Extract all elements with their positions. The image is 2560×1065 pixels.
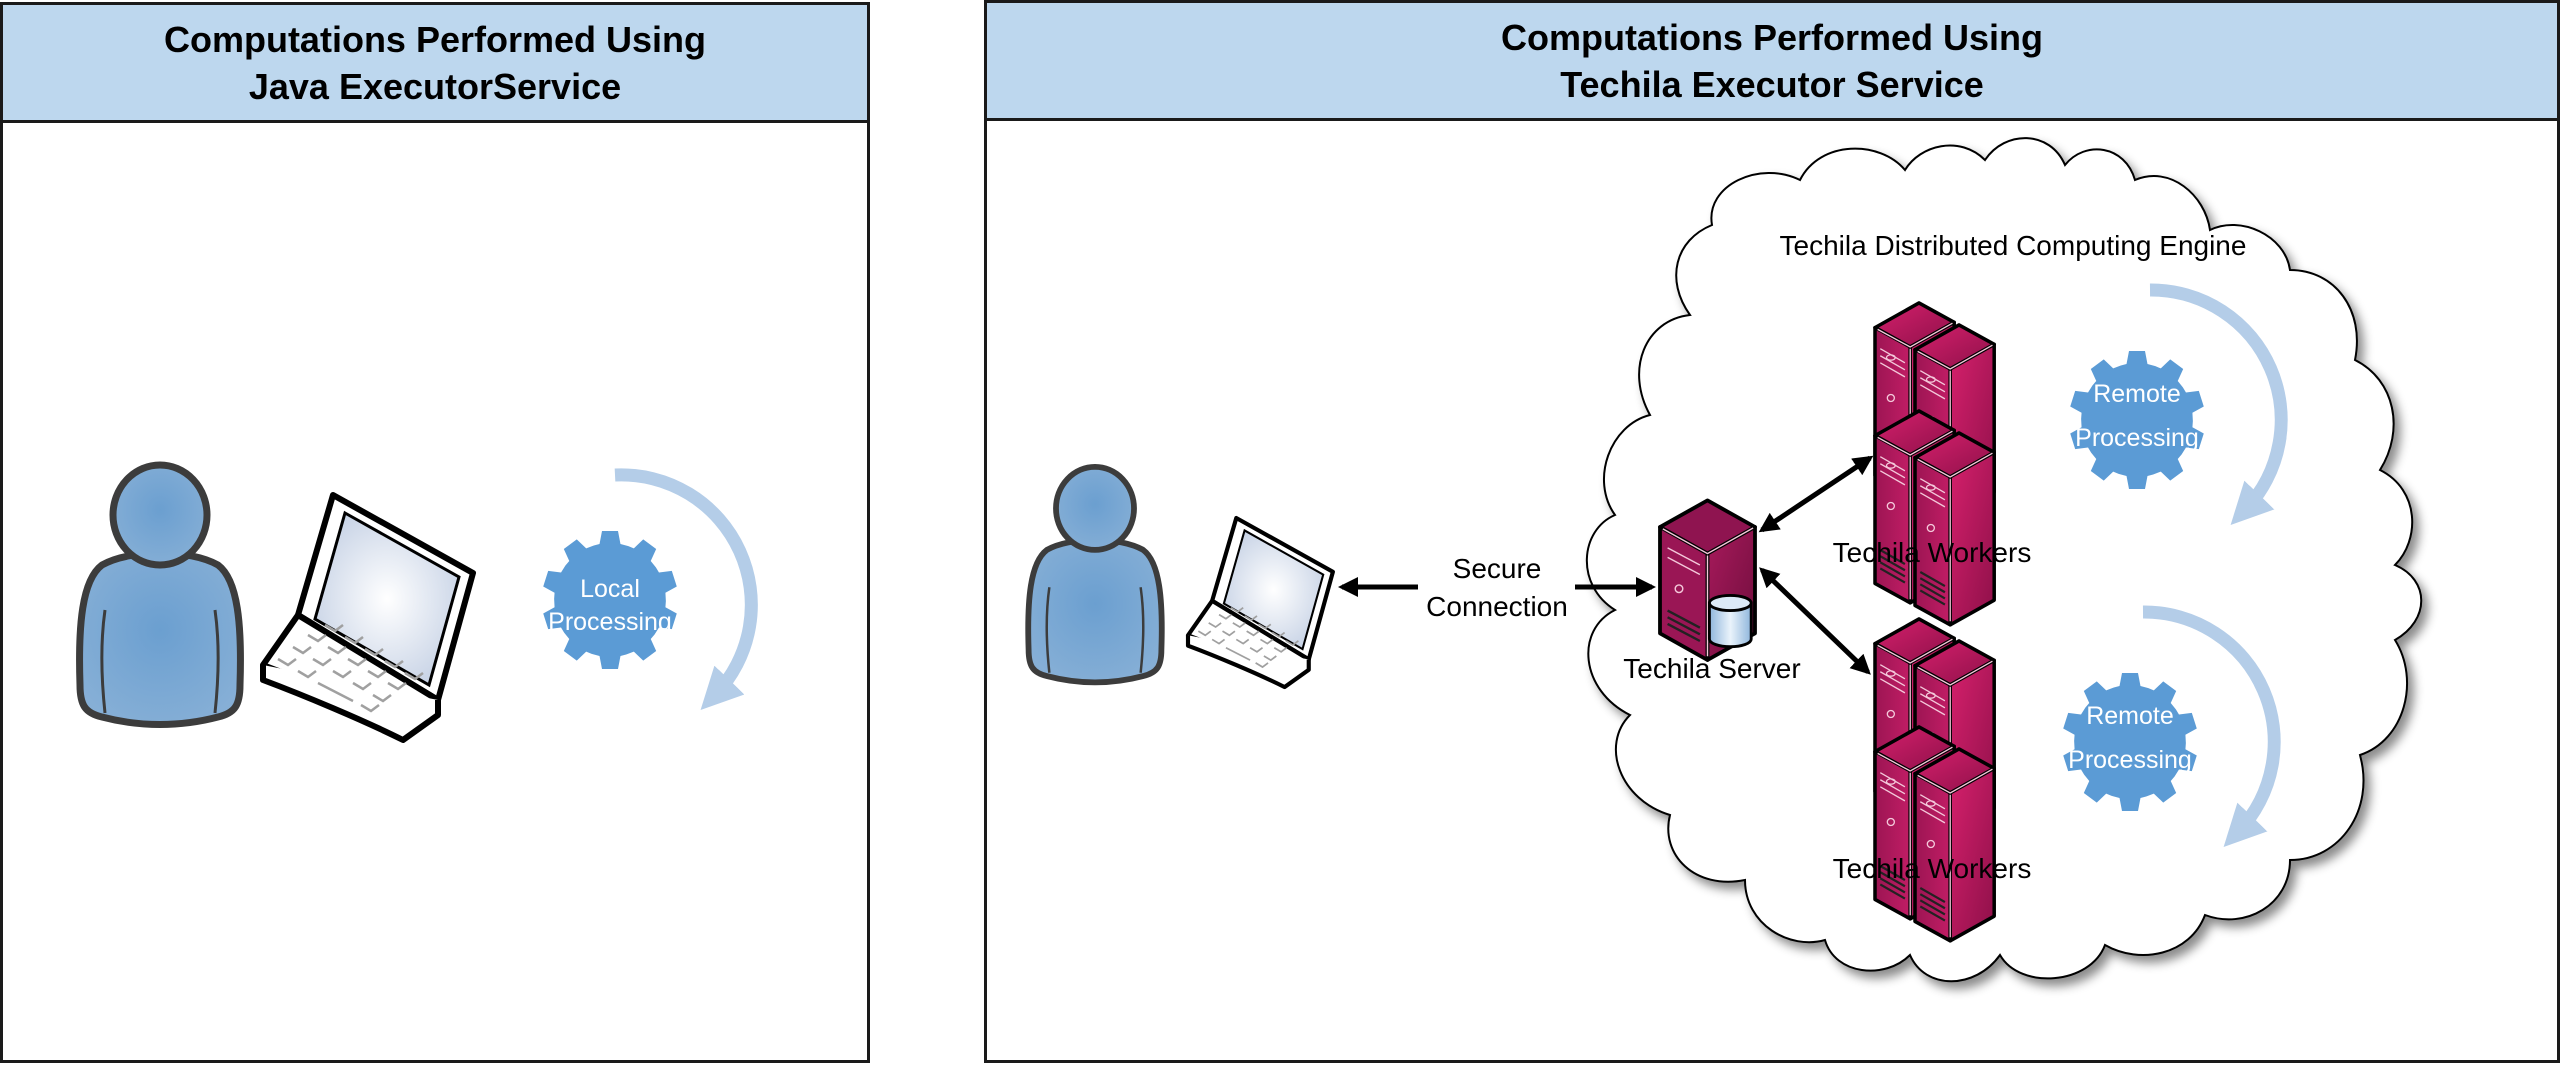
techila-server-label: Techila Server bbox=[1623, 653, 1800, 684]
local-processing-label-line2: Processing bbox=[548, 608, 672, 636]
remote-processing-1-line1: Remote bbox=[2093, 380, 2181, 408]
remote-processing-2-line2: Processing bbox=[2068, 746, 2192, 774]
java-panel-header: Computations Performed Using Java Execut… bbox=[3, 5, 867, 123]
laptop-icon bbox=[263, 495, 473, 740]
remote-user-icon bbox=[1028, 467, 1162, 682]
local-processing-rotation-arrow-icon bbox=[614, 468, 758, 711]
remote-processing-rotation-arrow-icon-2 bbox=[2142, 605, 2281, 848]
remote-processing-rotation-arrow-icon-1 bbox=[2149, 283, 2288, 526]
remote-laptop-icon bbox=[1188, 518, 1333, 687]
java-title-line2: Java ExecutorService bbox=[248, 65, 622, 107]
techila-workers-label-1: Techila Workers bbox=[1833, 537, 2032, 568]
user-icon bbox=[80, 465, 241, 725]
techila-server-icon bbox=[1658, 498, 1757, 662]
cloud-label: Techila Distributed Computing Engine bbox=[1780, 230, 2247, 261]
secure-connection-label-line2: Connection bbox=[1426, 591, 1568, 622]
remote-processing-2-line1: Remote bbox=[2086, 702, 2174, 730]
techila-panel-header: Computations Performed Using Techila Exe… bbox=[987, 3, 2557, 121]
techila-workers-icon-2 bbox=[1875, 603, 1994, 941]
remote-processing-1-line2: Processing bbox=[2075, 424, 2199, 452]
techila-panel-title: Computations Performed Using Techila Exe… bbox=[1501, 14, 2043, 108]
distributed-computing-cloud bbox=[1585, 137, 2423, 983]
techila-workers-icon-1 bbox=[1875, 287, 1994, 625]
database-icon bbox=[1707, 593, 1753, 649]
secure-connection-label-line1: Secure bbox=[1453, 553, 1542, 584]
techila-title-line1: Computations Performed Using bbox=[1500, 16, 2044, 58]
java-title-line1: Computations Performed Using bbox=[163, 18, 707, 60]
arrow-server-workers-2 bbox=[1759, 567, 1871, 675]
techila-title-line2: Techila Executor Service bbox=[1560, 63, 1984, 105]
java-panel-title: Computations Performed Using Java Execut… bbox=[164, 16, 706, 110]
arrow-server-workers-1 bbox=[1758, 455, 1874, 533]
techila-workers-label-2: Techila Workers bbox=[1833, 853, 2032, 884]
local-processing-label-line1: Local bbox=[580, 575, 640, 603]
